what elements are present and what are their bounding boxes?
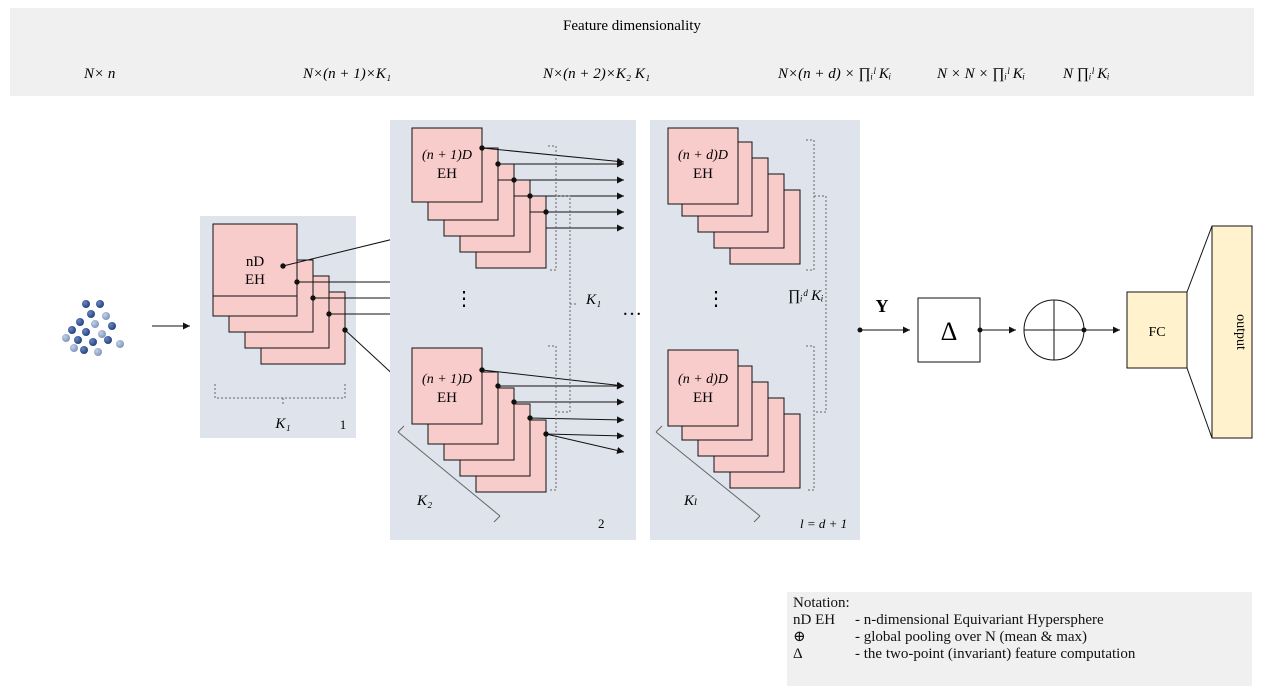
block1-label-top: nD [246, 254, 265, 270]
block2-brackets [548, 145, 578, 491]
block1-index: 1 [340, 417, 347, 432]
blockl-index: l = d + 1 [800, 516, 847, 531]
legend-title: Notation: [793, 595, 850, 611]
legend-symbol: Δ [793, 646, 803, 662]
blockl-vertical-ellipsis: ⋮ [706, 288, 726, 310]
blockl-kl-label: Kₗ [683, 493, 698, 509]
block2-top-connectors [479, 145, 625, 232]
block2-k1-label: K₁ [585, 292, 601, 308]
block2-index: 2 [598, 516, 605, 531]
blockl-bottom-cards [667, 349, 801, 489]
point-cloud [62, 300, 124, 356]
dim-pooled: N ∏ᵢˡ Kᵢ [1062, 66, 1110, 82]
block2-top-cards [411, 127, 547, 269]
dim-block1: N×(n + 1)×K₁ [302, 66, 391, 82]
legend-desc: - the two-point (invariant) feature comp… [855, 646, 1136, 662]
legend-desc: - n-dimensional Equivariant Hypersphere [855, 612, 1104, 628]
output-box [1211, 225, 1253, 439]
blockl-bottom-label-top: (n + d)D [678, 372, 728, 387]
dim-input: N× n [83, 66, 115, 82]
delta-label: Δ [941, 317, 958, 346]
pooling-symbol [1023, 299, 1085, 361]
dim-gram: N × N × ∏ᵢˡ Kᵢ [936, 66, 1025, 82]
header-band [10, 8, 1254, 96]
blockl-top-label-bottom: EH [693, 166, 713, 182]
block1-k-label: K₁ [274, 416, 290, 432]
block2-top-label-bottom: EH [437, 166, 457, 182]
blockl-bottom-label-bottom: EH [693, 390, 713, 406]
block1-label-bottom: EH [245, 272, 265, 288]
block2-top-label-top: (n + 1)D [422, 148, 472, 163]
blockl-top-label-top: (n + d)D [678, 148, 728, 163]
block2-k2-label: K₂ [416, 493, 432, 509]
blockl-brackets [806, 139, 827, 491]
blockl-prod-label: ∏ᵢᵈ Kᵢ [788, 288, 824, 304]
legend-row: nD EH - n-dimensional Equivariant Hypers… [793, 612, 1246, 629]
block2-bottom-cards [411, 347, 547, 493]
block2-k2-brace [397, 431, 501, 517]
header-title: Feature dimensionality [563, 18, 701, 34]
blockl-top-cards [667, 127, 801, 265]
legend-desc: - global pooling over N (mean & max) [855, 629, 1088, 645]
y-label: Y [876, 296, 889, 316]
block1-cards [212, 223, 346, 365]
fc-box [1126, 291, 1188, 369]
block2-bottom-label-bottom: EH [437, 390, 457, 406]
dim-blockl: N×(n + d) × ∏ᵢˡ Kᵢ [777, 66, 891, 82]
block2-bottom-label-top: (n + 1)D [422, 372, 472, 387]
output-label: output [1233, 314, 1248, 350]
blockl-kl-brace [655, 431, 761, 517]
dim-block2: N×(n + 2)×K₂ K₁ [542, 66, 650, 82]
legend-symbol: nD EH [793, 612, 836, 628]
delta-box [917, 297, 981, 363]
legend-symbol: ⊕ [793, 629, 806, 645]
legend-row: Δ - the two-point (invariant) feature co… [793, 646, 1246, 663]
notation-legend: Notation: nD EH - n-dimensional Equivari… [787, 592, 1252, 686]
legend-row: ⊕ - global pooling over N (mean & max) [793, 629, 1246, 646]
block2-vertical-ellipsis: ⋮ [454, 288, 474, 310]
block2-bottom-connectors [479, 367, 625, 454]
fc-label: FC [1148, 325, 1165, 340]
layers-ellipsis: … [622, 298, 642, 320]
